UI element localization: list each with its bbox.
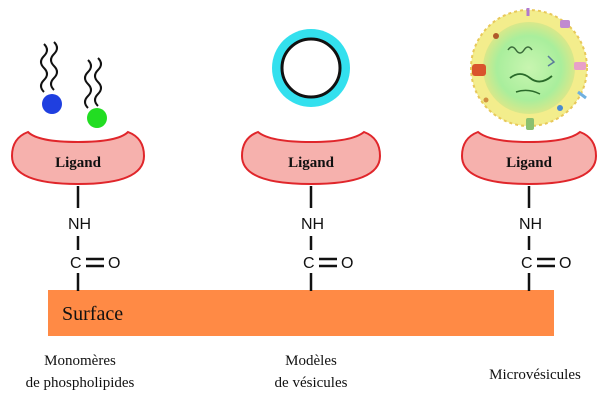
- monomer-1-head: [42, 94, 62, 114]
- caption-vesicle-models: Modèles de vésicules: [241, 350, 381, 394]
- column-monomers: Ligand NH C O: [10, 41, 146, 291]
- ligand-shape: [10, 130, 146, 186]
- ligand-shape: [460, 130, 598, 186]
- monomer-2-tails: [84, 57, 102, 109]
- caption-line: Monomères: [44, 353, 116, 369]
- carbon-label: C: [303, 255, 315, 272]
- caption-line: Modèles: [285, 353, 337, 369]
- microvesicle-illustration: [470, 8, 588, 130]
- nh-label: NH: [519, 216, 542, 233]
- carbon-label: C: [70, 255, 82, 272]
- ligand-label: Ligand: [288, 155, 335, 171]
- caption-monomers: Monomères de phospholipides: [0, 350, 160, 394]
- ligand-shape: [240, 130, 382, 186]
- caption-line: de phospholipides: [25, 375, 135, 391]
- column-vesicle-models: Ligand NH C O: [240, 29, 382, 291]
- caption-microvesicles: Microvésicules: [470, 364, 600, 386]
- vesicle-core: [280, 37, 342, 99]
- caption-line: Microvésicules: [489, 367, 581, 383]
- monomer-2-head: [87, 108, 107, 128]
- surface-bar: [48, 290, 554, 336]
- nh-label: NH: [68, 216, 91, 233]
- ligand-label: Ligand: [55, 155, 102, 171]
- surface-label: Surface: [62, 303, 123, 325]
- nh-label: NH: [301, 216, 324, 233]
- oxygen-label: O: [559, 255, 571, 272]
- oxygen-label: O: [341, 255, 353, 272]
- column-microvesicles: Ligand NH C O: [460, 8, 598, 291]
- monomer-1-tails: [40, 41, 58, 93]
- caption-line: de vésicules: [274, 375, 348, 391]
- ligand-label: Ligand: [506, 155, 553, 171]
- carbon-label: C: [521, 255, 533, 272]
- oxygen-label: O: [108, 255, 120, 272]
